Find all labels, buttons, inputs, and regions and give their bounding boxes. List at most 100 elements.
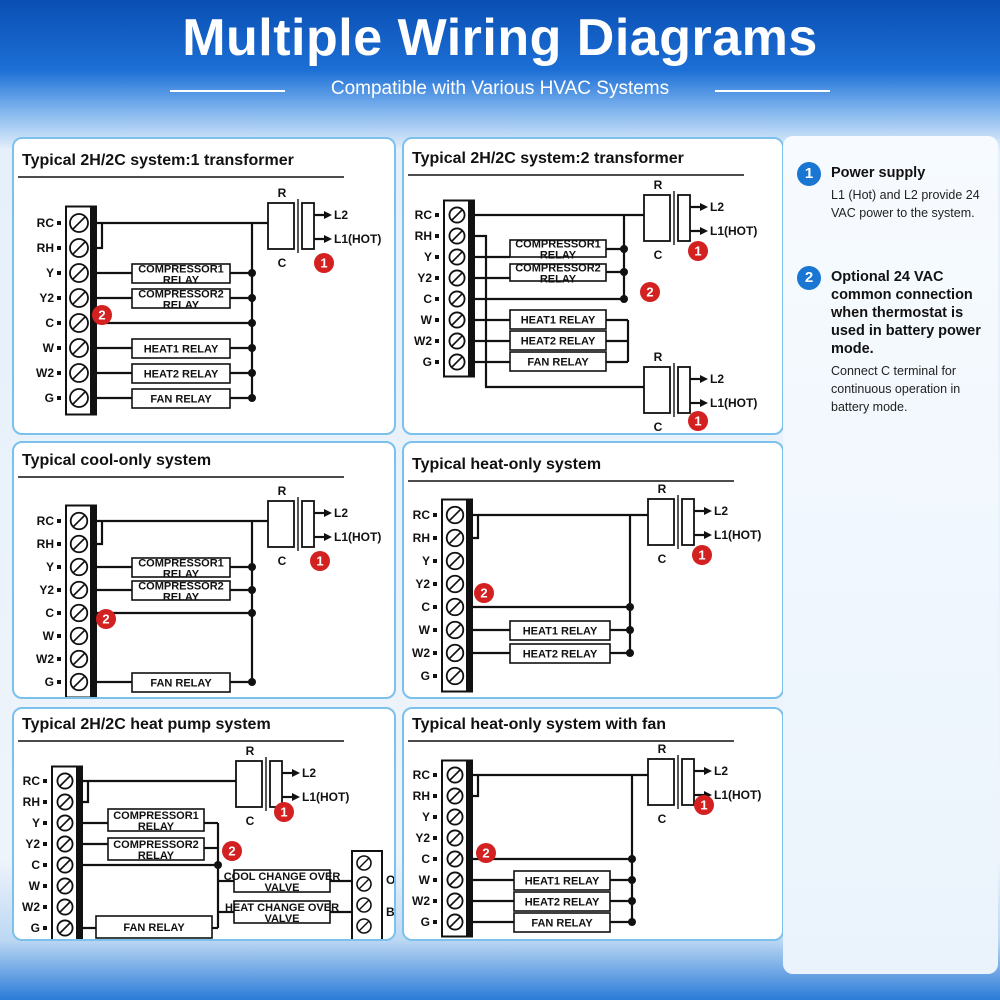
transformer-primary [267,202,295,250]
relay-label: RELAY [540,274,577,286]
l1-hot-label: L1(HOT) [714,788,761,802]
marker-2-label: 2 [480,586,487,601]
relay-label: COMPRESSOR2 [138,289,224,301]
terminal-block-edge [90,505,96,697]
transformer-primary [647,758,675,806]
terminal-label: G [421,669,430,683]
marker-2-label: 2 [98,308,105,323]
l2-label: L2 [714,504,728,518]
screw-slot [358,878,370,890]
terminal-label: Y2 [25,837,40,851]
screw-slot [448,669,462,683]
marker-1-icon [314,253,334,273]
transformer-c-label: C [278,256,287,270]
terminal-block-edge [466,760,472,937]
transformer-r-label: R [278,484,287,498]
l1-hot-label: L1(HOT) [334,530,381,544]
terminal-pin [57,221,61,225]
terminal-pin [57,634,61,638]
legend-heading-common: Optional 24 VAC common connection when t… [831,269,981,357]
marker-2-icon [96,609,116,629]
arrow-icon [704,767,712,775]
terminal-label: RH [37,537,54,551]
terminal-label: RC [23,774,41,788]
relay-label: COMPRESSOR1 [113,810,199,822]
screw-slot [59,880,71,892]
transformer-secondary [301,202,315,250]
terminal-block-edge [468,200,474,377]
relay-label: COMPRESSOR2 [138,581,224,593]
screw-slot [451,314,463,326]
terminal-pin [43,926,47,930]
relay-label: HEAT1 RELAY [525,876,600,888]
terminal-label: RC [415,208,433,222]
junction-dot [620,245,628,253]
transformer-secondary [681,758,695,806]
screw-slot [451,293,463,305]
screw-slot [358,920,370,932]
terminal-label: RC [413,768,431,782]
terminal-label: W2 [412,894,430,908]
l1-hot-label: L1(HOT) [710,396,757,410]
relay-label: HEAT CHANGE OVER [225,902,339,914]
l1-hot-label: L1(HOT) [334,232,381,246]
terminal-pin [433,836,437,840]
relay-label: HEAT1 RELAY [523,626,598,638]
l1-hot-label: L1(HOT) [710,224,757,238]
marker-1-label: 1 [694,244,701,259]
screw-slot [72,266,86,280]
screw-slot [448,600,462,614]
junction-dot [628,855,636,863]
terminal-pin [433,773,437,777]
relay-label: RELAY [163,592,200,604]
arrow-icon [292,769,300,777]
screw-slot [72,391,86,405]
terminal-label: Y2 [415,577,430,591]
terminal-label: RH [23,795,40,809]
screw-slot [72,216,86,230]
terminal-pin [57,246,61,250]
terminal-label: W [43,341,55,355]
screw-slot [449,916,461,928]
screw-slot [72,583,86,597]
transformer-r-label: R [278,186,287,200]
relay-label: VALVE [264,913,299,925]
screw-slot [451,272,463,284]
transformer-r-label: R [246,744,255,758]
marker-1-label: 1 [698,548,705,563]
transformer-primary [235,760,263,808]
screw-slot [72,537,86,551]
relay-label: FAN RELAY [123,922,185,934]
relay-label: RELAY [163,300,200,312]
screw-slot [72,366,86,380]
terminal-pin [433,536,437,540]
relay-box [107,808,205,832]
terminal-label: RC [37,216,55,230]
screw-slot [449,895,461,907]
marker-1-icon [688,241,708,261]
terminal-pin [57,542,61,546]
terminal-label: W2 [36,652,54,666]
marker-2-icon [92,305,112,325]
junction-dot [248,609,256,617]
terminal-label: Y2 [39,291,54,305]
terminal-pin [435,297,439,301]
terminal-label: W [419,873,431,887]
panel-title: Typical cool-only system [22,452,211,469]
l1-hot-label: L1(HOT) [302,790,349,804]
l2-label: L2 [710,372,724,386]
arrow-icon [700,375,708,383]
screw-slot [448,531,462,545]
marker-1-label: 1 [694,414,701,429]
transformer-c-label: C [654,420,663,434]
screw-slot [59,775,71,787]
screw-slot [449,811,461,823]
subtitle-rule-right [715,90,830,92]
terminal-label: C [421,600,430,614]
l2-label: L2 [334,208,348,222]
relay-label: COMPRESSOR1 [515,239,601,251]
arrow-icon [700,203,708,211]
